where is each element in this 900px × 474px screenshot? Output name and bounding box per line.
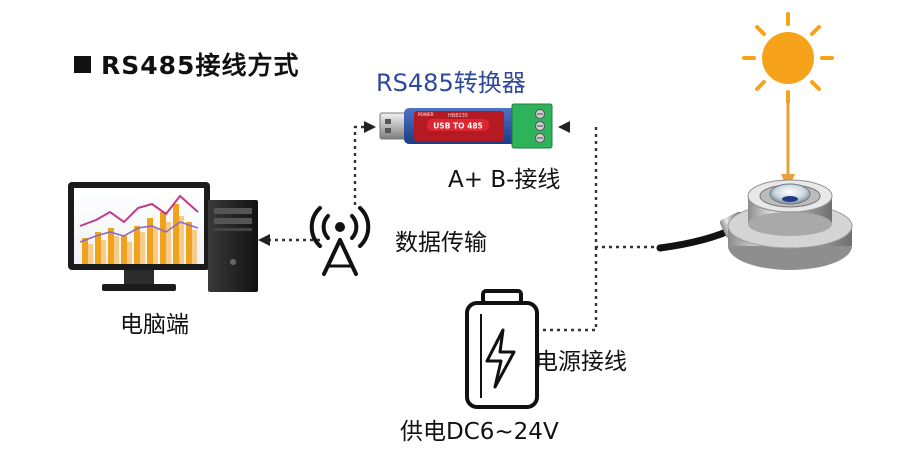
computer-label: 电脑端 [120,312,189,338]
terminal-block [511,103,553,149]
sensor-dome [769,183,811,205]
power-link-line [528,247,598,332]
light-ray-arrow-icon [781,100,795,190]
power-supply-label: 供电DC6~24V [400,419,559,445]
monitor-neck [124,270,154,284]
sensor-link-line [594,127,655,249]
radiation-sensor [656,179,853,270]
computer-icon [68,182,258,292]
monitor-stand [102,284,176,291]
rs485-converter: USB TO 485 HB8235 POWER GND [379,103,553,149]
usb-plug [379,112,407,140]
computer-arrow-icon [258,234,270,246]
power-wiring-label: 电源接线 [535,349,627,375]
connection-lines [270,125,655,332]
data-transfer-label: 数据传输 [395,230,487,256]
lightning-icon [485,328,516,389]
converter-title: RS485转换器 [376,69,526,97]
converter-body-text: USB TO 485 [433,122,483,131]
wireless-signal-icon [309,206,371,276]
title-text: RS485接线方式 [101,51,300,80]
battery-icon [465,289,539,409]
sun-icon [742,12,834,104]
converter-power-text: POWER [418,112,434,117]
wiring-label: A+ B-接线 [448,167,561,193]
usb-link-line [353,125,368,205]
converter-arrow-icon [558,121,570,133]
converter-model-text: HB8235 [448,113,468,119]
section-title: RS485接线方式 [74,46,299,82]
title-bullet-icon [74,55,91,73]
usb-arrow-icon [364,121,376,133]
